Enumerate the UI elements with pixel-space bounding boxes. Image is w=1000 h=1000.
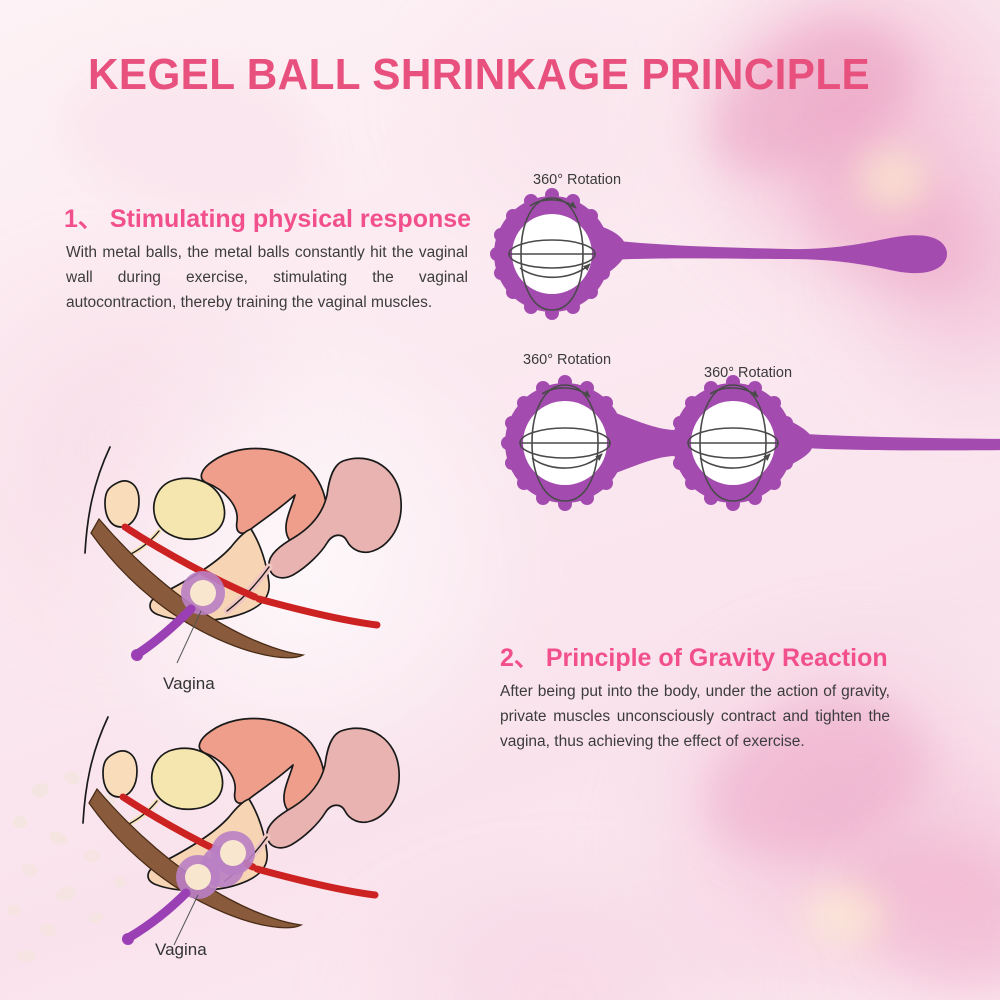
blood-vessels — [121, 523, 381, 629]
rotation-arrow-icon — [519, 384, 611, 502]
leader-line-icon — [176, 610, 202, 664]
anatomy-diagram-single-ball — [84, 446, 402, 664]
rotation-arrow-icon — [508, 197, 596, 311]
section-2-body: After being put into the body, under the… — [500, 683, 890, 750]
inserted-kegel-ball — [131, 571, 225, 661]
anatomy-label-vagina-double: Vagina — [155, 940, 207, 959]
pelvic-floor-muscle — [90, 517, 306, 659]
page-title: KEGEL BALL SHRINKAGE PRINCIPLE — [88, 50, 871, 99]
section-1-heading: 1、 Stimulating physical response — [64, 205, 472, 233]
product-double-ball-illustration — [501, 375, 1000, 511]
section-1-body: With metal balls, the metal balls consta… — [66, 244, 468, 311]
section-2-heading: 2、 Principle of Gravity Reaction — [500, 644, 888, 672]
ball-connector — [613, 412, 676, 474]
retrieval-cord — [805, 434, 1000, 451]
retrieval-cord — [610, 235, 947, 274]
rotation-label-double-left: 360° Rotation — [523, 352, 612, 368]
leader-line-icon — [173, 894, 199, 946]
anatomy-diagram-double-ball — [82, 716, 400, 946]
rotation-label-single: 360° Rotation — [533, 172, 622, 188]
product-single-ball-illustration — [490, 188, 947, 320]
anatomy-label-vagina-single: Vagina — [163, 674, 215, 693]
rotation-arrow-icon — [687, 384, 779, 502]
inserted-kegel-balls — [122, 831, 255, 945]
rotation-label-double-right: 360° Rotation — [704, 365, 793, 381]
pelvic-floor-muscle — [88, 787, 304, 929]
